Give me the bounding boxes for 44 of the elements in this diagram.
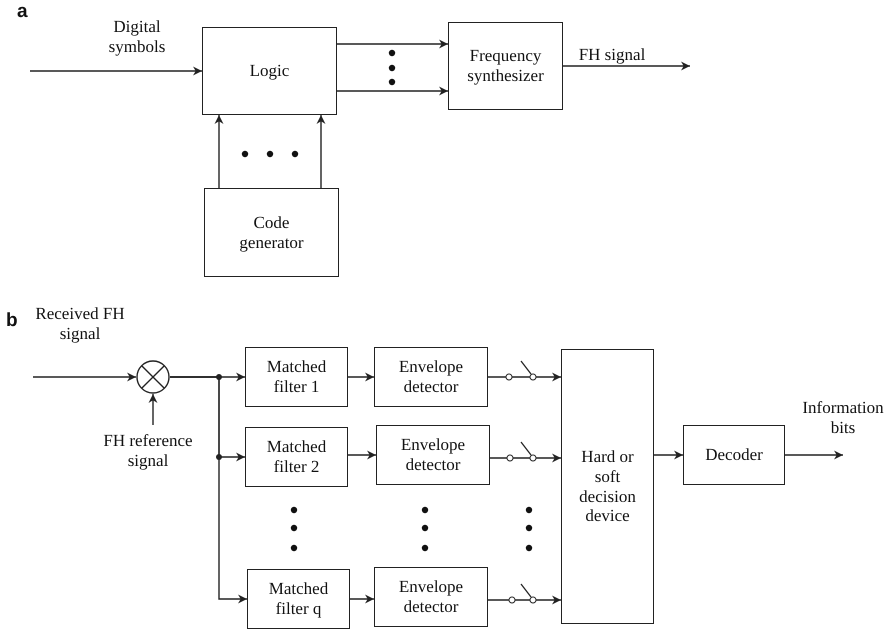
box-label: Hard or soft decision device xyxy=(578,447,637,526)
box-label: Envelope detector xyxy=(400,435,466,475)
arrow xyxy=(214,115,224,188)
process-box xyxy=(561,349,654,624)
arrow xyxy=(488,372,561,382)
box-label: Envelope detector xyxy=(398,357,464,397)
arrow xyxy=(348,450,376,460)
arrow xyxy=(33,372,136,382)
process-box xyxy=(204,188,339,277)
process-box xyxy=(376,425,490,485)
box-label: Code generator xyxy=(238,212,305,252)
mixer-symbol xyxy=(136,360,170,394)
arrow xyxy=(490,454,561,462)
box-label: Frequency synthesizer xyxy=(466,46,545,86)
process-box xyxy=(448,22,563,110)
arrow xyxy=(316,115,326,188)
process-box xyxy=(245,347,348,407)
box-label: Matched filter 1 xyxy=(266,357,328,397)
arrow xyxy=(488,596,561,604)
arrow xyxy=(337,86,448,96)
box-label: Matched filter q xyxy=(268,579,330,619)
box-label: Envelope detector xyxy=(398,577,464,617)
process-box xyxy=(245,427,348,487)
edge-label: FH signal xyxy=(576,45,648,65)
box-label: Decoder xyxy=(705,445,763,465)
arrow xyxy=(654,450,683,460)
edge-label: Received FH signal xyxy=(33,304,127,344)
panel-letter: b xyxy=(6,311,18,330)
process-box xyxy=(683,425,785,485)
arrow xyxy=(348,372,374,382)
process-box xyxy=(247,569,350,629)
process-box xyxy=(202,27,337,115)
process-box xyxy=(374,567,488,627)
panel-letter: a xyxy=(17,2,28,21)
box-label: Logic xyxy=(250,61,290,81)
arrow xyxy=(337,40,448,48)
process-box xyxy=(374,347,488,407)
arrow xyxy=(563,62,690,70)
arrow xyxy=(30,66,202,76)
arrow xyxy=(148,394,158,425)
arrow xyxy=(350,594,374,604)
box-label: Matched filter 2 xyxy=(266,437,328,477)
arrow xyxy=(170,376,247,604)
arrow xyxy=(785,450,843,460)
